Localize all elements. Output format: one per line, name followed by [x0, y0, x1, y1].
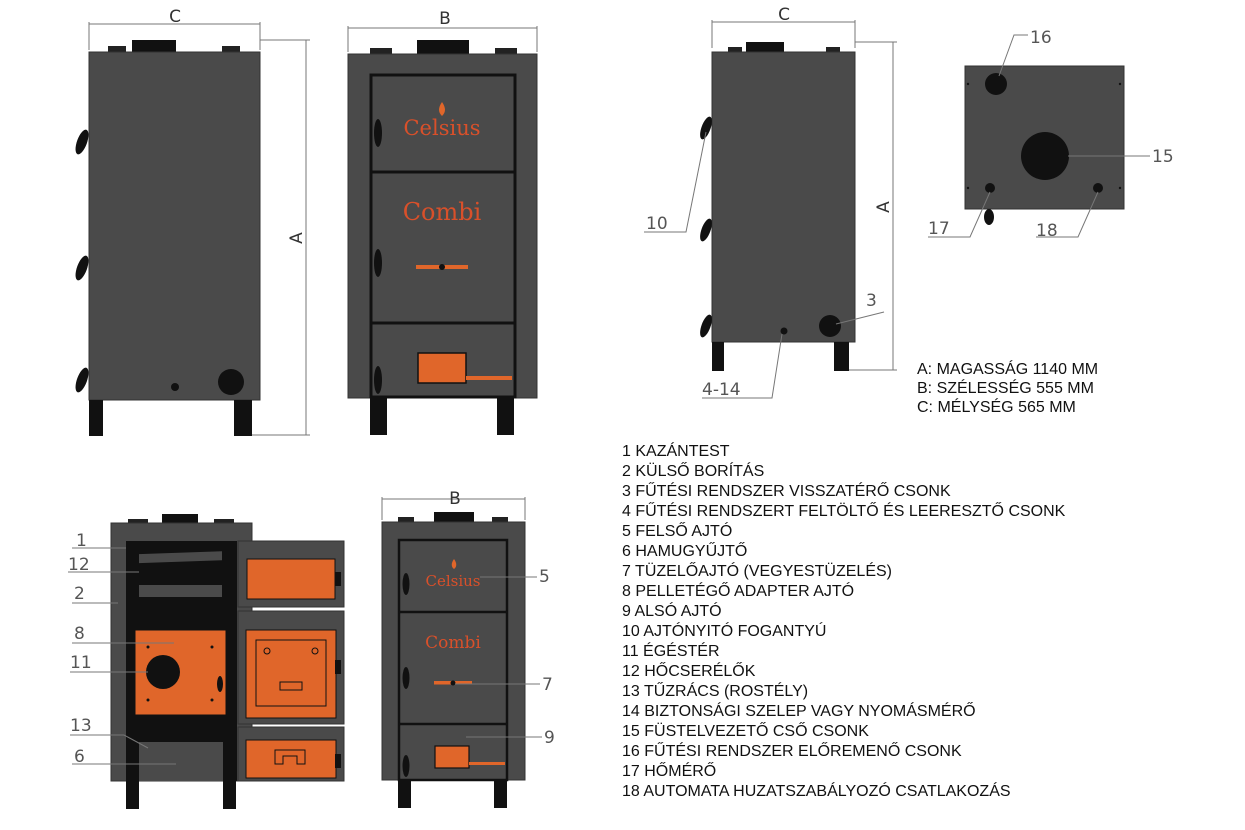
open-view: 1 12 2 8 11 13 6	[68, 514, 345, 809]
front-handle-icon	[374, 366, 382, 394]
dim-b-label: B	[439, 9, 451, 29]
side-handle-icon	[75, 255, 89, 281]
legend-item: 12 HŐCSERÉLŐK	[622, 663, 756, 680]
small-brand-model: Combi	[425, 633, 481, 653]
callout-16: 16	[1030, 28, 1052, 48]
small-flame-icon	[451, 559, 457, 569]
dimensions-block: A: MAGASSÁG 1140 MM B: SZÉLESSÉG 555 MM …	[917, 360, 1177, 417]
dimension-a: A: MAGASSÁG 1140 MM	[917, 361, 1099, 378]
legend-item: 16 FŰTÉSI RENDSZER ELŐREMENŐ CSONK	[622, 743, 962, 760]
legend-item: 11 ÉGÉSTÉR	[622, 643, 720, 660]
dimension-b: B: SZÉLESSÉG 555 MM	[917, 380, 1094, 397]
legend-item: 3 FŰTÉSI RENDSZER VISSZATÉRŐ CSONK	[622, 483, 951, 500]
legend-item: 18 AUTOMATA HUZATSZABÁLYOZÓ CSATLAKOZÁS	[622, 783, 1011, 800]
small-brand-name: Celsius	[425, 572, 480, 590]
small-front-view: B Celsius Combi 5 7 9	[381, 489, 555, 808]
front-handle-icon	[374, 119, 382, 147]
callout-12: 12	[68, 555, 90, 575]
callout-17: 17	[928, 219, 950, 239]
top-view: 16 15 17 18	[928, 28, 1174, 241]
callout-4-14: 4-14	[702, 380, 741, 400]
legend-item: 7 TÜZELŐAJTÓ (VEGYESTÜZELÉS)	[622, 563, 892, 580]
legend-item: 15 FÜSTELVEZETŐ CSŐ CSONK	[622, 723, 869, 740]
legend-item: 8 PELLETÉGŐ ADAPTER AJTÓ	[622, 583, 855, 600]
callout-10: 10	[646, 214, 668, 234]
legend-item: 4 FŰTÉSI RENDSZERT FELTÖLTŐ ÉS LEERESZTŐ…	[622, 503, 1066, 520]
front-handle-icon	[374, 249, 382, 277]
legend-item: 14 BIZTONSÁGI SZELEP VAGY NYOMÁSMÉRŐ	[622, 703, 976, 720]
legend-item: 17 HŐMÉRŐ	[622, 763, 717, 780]
side-view-callouts: C A 10 3 4-14	[644, 5, 897, 400]
dim-c2-label: C	[778, 5, 790, 25]
callout-11: 11	[70, 653, 92, 673]
flame-icon	[439, 102, 445, 116]
callout-3: 3	[866, 291, 877, 311]
legend-item: 13 TŰZRÁCS (ROSTÉLY)	[622, 683, 809, 700]
callout-18: 18	[1036, 221, 1058, 241]
side2-handle-icon	[700, 218, 712, 242]
legend-item: 2 KÜLSŐ BORÍTÁS	[622, 463, 765, 480]
callout-7: 7	[542, 675, 553, 695]
legend-item: 9 ALSÓ AJTÓ	[622, 603, 722, 620]
dim-b2-label: B	[449, 489, 461, 509]
side-view: C A	[75, 7, 310, 436]
callout-8: 8	[74, 624, 85, 644]
callout-6: 6	[74, 747, 85, 767]
legend-item: 5 FELSŐ AJTÓ	[622, 523, 733, 540]
callout-1: 1	[76, 531, 87, 551]
callout-9: 9	[544, 728, 555, 748]
parts-legend: 1 KAZÁNTEST 2 KÜLSŐ BORÍTÁS 3 FŰTÉSI REN…	[622, 442, 1182, 802]
callout-15: 15	[1152, 147, 1174, 167]
side-body	[88, 51, 261, 401]
dim-c-label: C	[169, 7, 181, 27]
side2-handle-icon	[700, 314, 712, 338]
dimension-c: C: MÉLYSÉG 565 MM	[917, 399, 1076, 416]
callout-13: 13	[70, 716, 92, 736]
dim-a2-label: A	[874, 201, 894, 213]
callout-5: 5	[539, 567, 550, 587]
side2-body	[711, 51, 856, 343]
legend-item: 1 KAZÁNTEST	[622, 443, 730, 460]
side2-handle-icon	[700, 116, 712, 140]
front-brand-model: Combi	[403, 198, 482, 226]
legend-item: 6 HAMUGYŰJTŐ	[622, 543, 748, 560]
dim-a-label: A	[287, 232, 307, 244]
callout-2: 2	[74, 584, 85, 604]
front-view: B Celsius Combi	[347, 9, 538, 435]
side-handle-icon	[75, 367, 89, 393]
combustion-chamber-icon	[146, 655, 180, 689]
side-handle-icon	[75, 129, 89, 155]
front-brand-name: Celsius	[403, 116, 480, 140]
legend-item: 10 AJTÓNYITÓ FOGANTYÚ	[622, 623, 827, 640]
